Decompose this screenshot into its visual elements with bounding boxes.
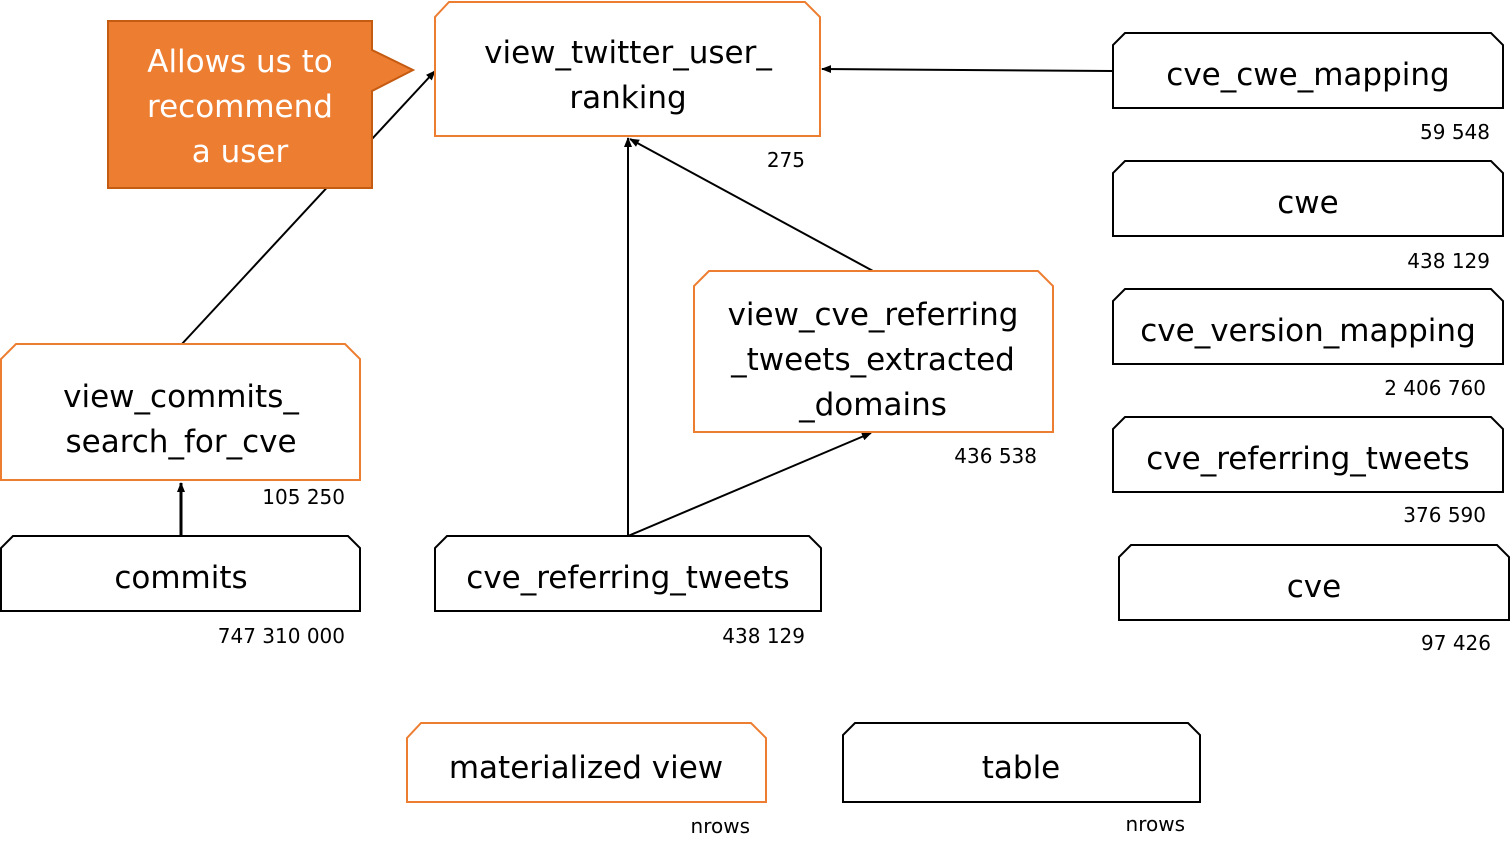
node-label: cwe — [1277, 185, 1338, 221]
legend-view-count-label: nrows — [691, 814, 750, 838]
row-count: 105 250 — [262, 485, 345, 509]
callout-line-2: recommend — [147, 89, 333, 125]
node-view-twitter-user-ranking: view_twitter_user_ ranking 275 — [434, 1, 821, 172]
edge-domains-to-ranking — [629, 138, 874, 272]
table-shape — [434, 535, 822, 612]
row-count: 59 548 — [1420, 120, 1490, 144]
materialized-view-shape — [434, 1, 821, 137]
edge-cwe-mapping-to-ranking — [821, 65, 1114, 74]
callout-line-3: a user — [192, 134, 289, 170]
node-cve-version-mapping: cve_version_mapping 2 406 760 — [1112, 288, 1504, 400]
legend-table-count-label: nrows — [1126, 812, 1185, 836]
row-count: 97 426 — [1421, 631, 1491, 655]
node-label-line-2: ranking — [569, 80, 686, 116]
table-shape — [1112, 32, 1504, 109]
node-cve-referring-tweets-side: cve_referring_tweets 376 590 — [1112, 416, 1504, 527]
row-count: 436 538 — [954, 444, 1037, 468]
node-label-line-1: view_twitter_user_ — [484, 35, 772, 71]
node-label: cve_cwe_mapping — [1166, 57, 1449, 93]
callout-recommend-user: Allows us to recommend a user — [107, 20, 416, 189]
edges — [177, 65, 1114, 537]
row-count: 376 590 — [1403, 503, 1486, 527]
node-view-cve-referring-tweets-extracted-domains: view_cve_referring _tweets_extracted _do… — [693, 270, 1054, 468]
callout-line-1: Allows us to — [147, 44, 333, 80]
node-label: commits — [114, 560, 247, 596]
node-view-commits-search-for-cve: view_commits_ search_for_cve 105 250 — [0, 343, 361, 509]
node-label: cve — [1287, 569, 1341, 605]
row-count: 2 406 760 — [1384, 376, 1486, 400]
legend-view-shape — [406, 722, 767, 803]
legend-table: table nrows — [842, 722, 1201, 836]
node-label-line-3: _domains — [798, 387, 947, 423]
node-label: cve_version_mapping — [1140, 313, 1476, 349]
node-label-line-2: _tweets_extracted — [730, 342, 1015, 378]
table-shape — [1112, 160, 1504, 237]
row-count: 747 310 000 — [218, 624, 345, 648]
callout-shape — [107, 20, 416, 189]
node-label: cve_referring_tweets — [1146, 441, 1469, 477]
node-commits: commits 747 310 000 — [0, 535, 361, 648]
row-count: 438 129 — [722, 624, 805, 648]
row-count: 438 129 — [1407, 249, 1490, 273]
node-cve: cve 97 426 — [1118, 544, 1510, 655]
legend-view-label: materialized view — [449, 750, 723, 786]
edge-tweets-to-domains — [627, 432, 872, 537]
edge-view-commits-to-ranking — [180, 70, 436, 346]
node-cwe: cwe 438 129 — [1112, 160, 1504, 273]
node-label: cve_referring_tweets — [466, 560, 789, 596]
materialized-view-shape — [0, 343, 361, 481]
legend-materialized-view: materialized view nrows — [406, 722, 767, 838]
node-cve-referring-tweets: cve_referring_tweets 438 129 — [434, 535, 822, 648]
node-label-line-2: search_for_cve — [65, 424, 296, 460]
table-shape — [1118, 544, 1510, 621]
row-count: 275 — [767, 148, 805, 172]
legend: materialized view nrows table nrows — [406, 722, 1201, 838]
materialized-view-shape — [693, 270, 1054, 433]
table-shape — [1112, 416, 1504, 493]
node-label-line-1: view_cve_referring — [728, 297, 1019, 333]
node-label-line-1: view_commits_ — [63, 379, 299, 415]
node-cve-cwe-mapping: cve_cwe_mapping 59 548 — [1112, 32, 1504, 144]
table-shape — [0, 535, 361, 612]
legend-table-label: table — [982, 750, 1061, 786]
table-shape — [1112, 288, 1504, 365]
legend-table-shape — [842, 722, 1201, 803]
